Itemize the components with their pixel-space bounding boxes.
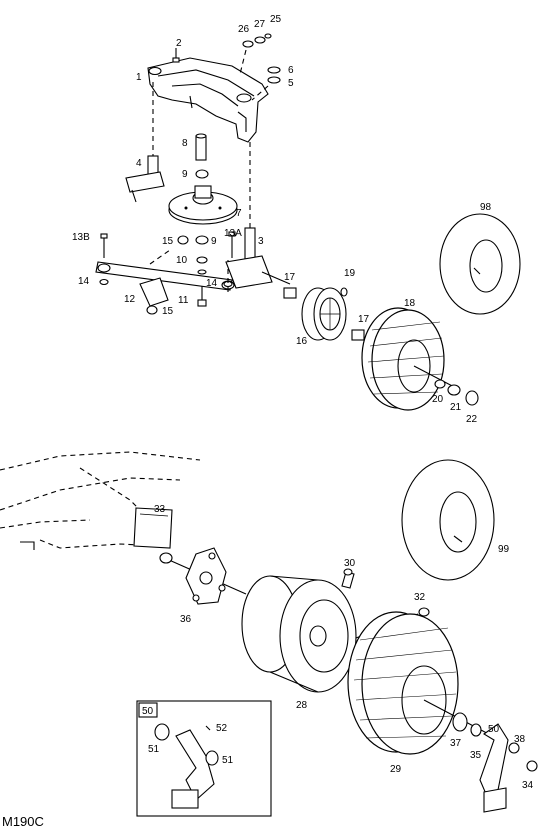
callout-7: 7 xyxy=(236,208,242,219)
callout-4: 4 xyxy=(136,158,142,169)
callout-50: 50 xyxy=(488,724,500,735)
callout-3: 3 xyxy=(258,236,264,247)
callout-26: 26 xyxy=(238,24,250,35)
wheel-16 xyxy=(283,287,365,341)
inset-label: 50 xyxy=(142,706,154,717)
callout-28: 28 xyxy=(296,700,308,711)
callout-18: 18 xyxy=(404,298,416,309)
callout-37: 37 xyxy=(450,738,462,749)
callout-32: 32 xyxy=(414,592,426,603)
decal-33 xyxy=(133,507,173,549)
callout-1: 1 xyxy=(136,72,142,83)
callout-8: 8 xyxy=(182,138,188,149)
callout-98: 98 xyxy=(480,202,492,213)
callout-14a: 14 xyxy=(78,276,90,287)
callout-17b: 17 xyxy=(358,314,370,325)
inset-50: 50 xyxy=(136,700,272,817)
callout-19: 19 xyxy=(344,268,356,279)
callout-38: 38 xyxy=(514,734,526,745)
rear-wheel-assembly xyxy=(0,451,538,813)
callout-20: 20 xyxy=(432,394,444,405)
callout-30: 30 xyxy=(344,558,356,569)
frame-bracket xyxy=(147,57,269,143)
tyre-18 xyxy=(361,307,479,411)
front-caster-assembly xyxy=(95,33,521,411)
reference-code: M190C xyxy=(2,814,44,829)
callout-34: 34 xyxy=(522,780,534,791)
callout-17a: 17 xyxy=(284,272,296,283)
callout-15b: 15 xyxy=(162,306,174,317)
inner-tube-99 xyxy=(401,459,495,581)
callout-15a: 15 xyxy=(162,236,174,247)
bolts-13 xyxy=(100,231,236,258)
tie-bar-12 xyxy=(95,249,235,315)
callout-5: 5 xyxy=(288,78,294,89)
callout-99: 99 xyxy=(498,544,510,555)
callout-27: 27 xyxy=(254,19,266,30)
callout-29: 29 xyxy=(390,764,402,775)
inner-tube-98 xyxy=(439,213,521,315)
callout-51a: 51 xyxy=(148,744,160,755)
callout-13a: 13A xyxy=(224,228,242,239)
callout-22: 22 xyxy=(466,414,478,425)
callout-25: 25 xyxy=(270,14,282,25)
pin-8 xyxy=(195,133,209,179)
disc-7 xyxy=(168,185,238,225)
callout-9a: 9 xyxy=(182,169,188,180)
callout-21: 21 xyxy=(450,402,462,413)
axle-hardware xyxy=(452,712,538,813)
callout-6: 6 xyxy=(288,65,294,76)
bolt-2 xyxy=(172,48,180,63)
callout-9b: 9 xyxy=(211,236,217,247)
callout-33: 33 xyxy=(154,504,166,515)
rim-28 xyxy=(241,575,357,693)
callout-10: 10 xyxy=(176,255,188,266)
callout-11: 11 xyxy=(178,295,189,306)
callout-36: 36 xyxy=(180,614,192,625)
caster-fork-4 xyxy=(125,82,165,203)
callout-16: 16 xyxy=(296,336,308,347)
callout-2: 2 xyxy=(176,38,182,49)
valve-30 xyxy=(341,568,355,589)
callout-13b: 13B xyxy=(72,232,90,243)
callout-12: 12 xyxy=(124,294,136,305)
callout-52: 52 xyxy=(216,723,228,734)
callout-51b: 51 xyxy=(222,755,234,766)
callout-35: 35 xyxy=(470,750,482,761)
callout-labels: 1 2 3 4 5 6 7 8 9 9 10 11 12 13A 13B 14 … xyxy=(72,14,534,791)
caster-fork-3 xyxy=(225,142,291,289)
callout-14b: 14 xyxy=(206,278,218,289)
tyre-29 xyxy=(347,611,501,755)
hub-carrier-36 xyxy=(159,547,247,605)
fasteners-top xyxy=(239,33,281,101)
